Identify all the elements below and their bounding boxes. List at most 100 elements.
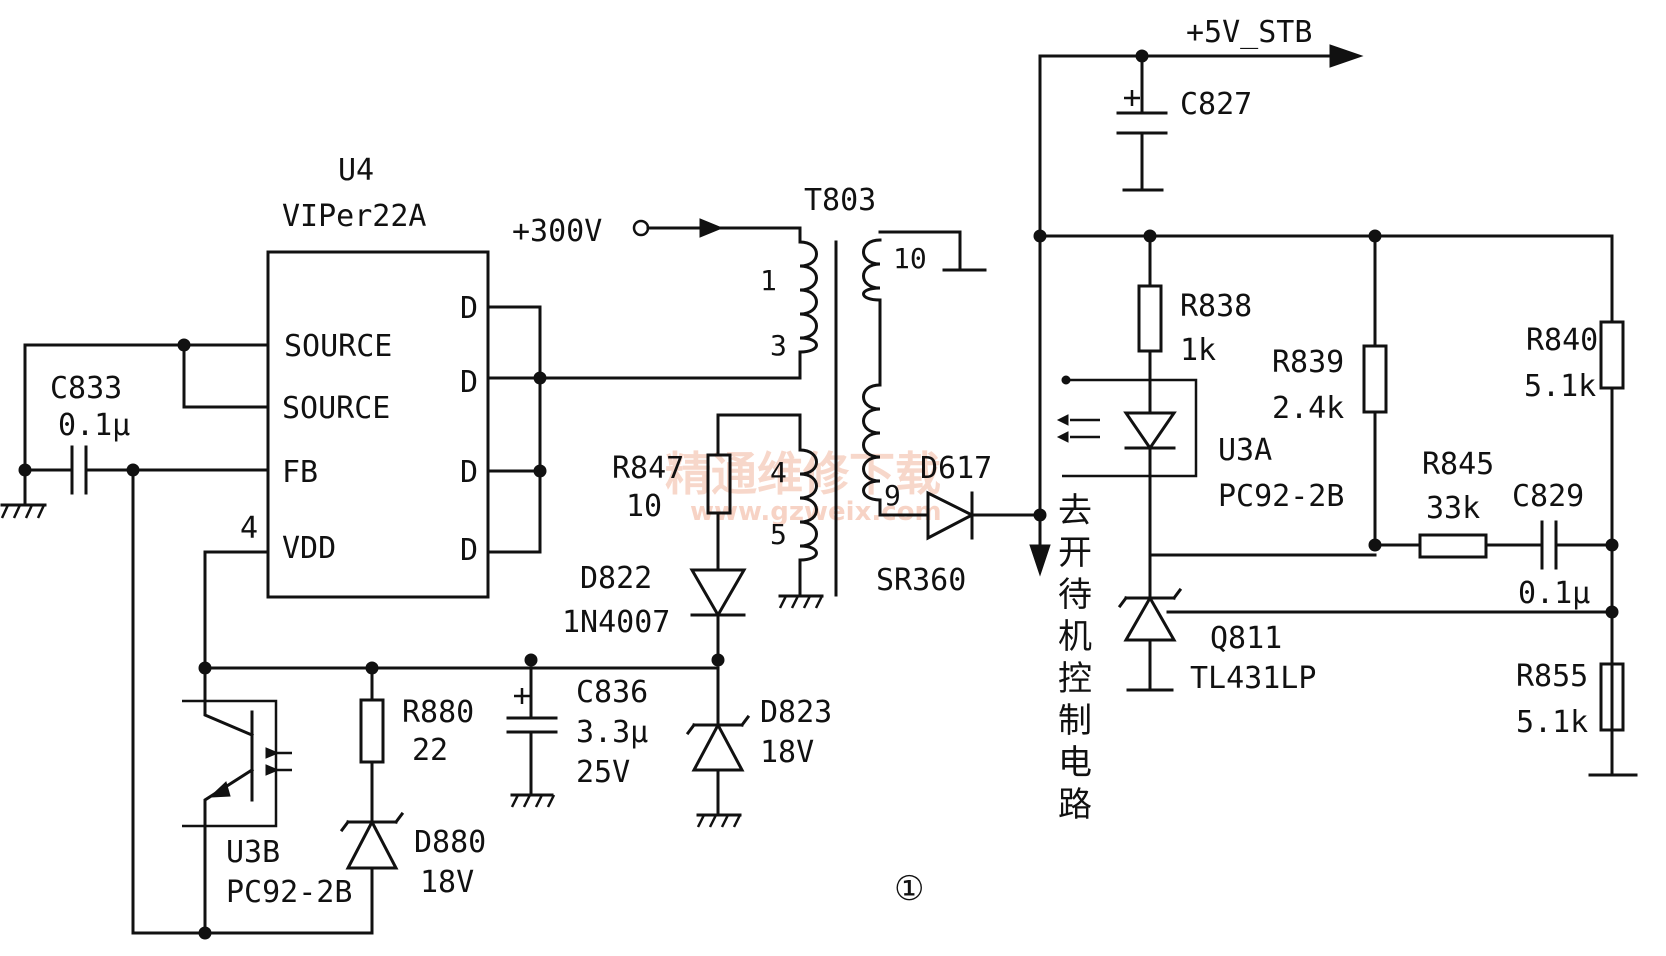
svg-text:去: 去 <box>1058 491 1092 531</box>
d823-value: 18V <box>760 735 814 770</box>
pin-vdd: VDD <box>282 531 336 566</box>
d880-ref: D880 <box>414 825 486 860</box>
pin-source-1: SOURCE <box>284 329 392 364</box>
u3a-ref: U3A <box>1218 433 1272 468</box>
r880-ref: R880 <box>402 695 474 730</box>
r847-ref: R847 <box>612 451 684 486</box>
c836-ref: C836 <box>576 675 648 710</box>
junction <box>524 653 538 667</box>
standby-arrow-icon <box>1029 544 1051 577</box>
top-rail <box>1038 234 1614 324</box>
d880-value: 18V <box>420 865 474 900</box>
svg-text:待: 待 <box>1058 575 1092 615</box>
r840 <box>1599 320 1625 744</box>
r845-body <box>1418 533 1488 559</box>
pin-d-3: D <box>460 455 478 490</box>
q811-ref: Q811 <box>1210 621 1282 656</box>
pin-marker <box>1061 375 1071 385</box>
pin-5-label: 5 <box>770 518 787 551</box>
svg-text:机: 机 <box>1058 617 1092 657</box>
pin-1-label: 1 <box>760 264 777 297</box>
ground-symbol <box>778 558 824 609</box>
c829 <box>1484 520 1614 570</box>
junction <box>533 464 547 478</box>
r880-value: 22 <box>412 733 448 768</box>
d880-zener <box>203 811 405 935</box>
u4-body <box>266 250 490 599</box>
d617-part: SR360 <box>876 563 966 598</box>
output-arrow-icon <box>1329 44 1364 68</box>
c836 <box>506 666 558 808</box>
pin-4-number: 4 <box>240 511 258 546</box>
wire <box>203 550 270 670</box>
c827 <box>1116 54 1168 192</box>
u4-part: VIPer22A <box>282 199 427 234</box>
r855-ref: R855 <box>1516 659 1588 694</box>
r839 <box>1362 234 1388 547</box>
r838 <box>1137 234 1163 415</box>
pin-3-label: 3 <box>770 329 787 362</box>
standby-control-note: 去 开 待 机 控 制 电 路 <box>1058 491 1092 825</box>
d617-ref: D617 <box>920 451 992 486</box>
r855 <box>1588 662 1638 777</box>
secondary-winding <box>862 238 882 302</box>
pin-fb: FB <box>282 455 318 490</box>
output-rail <box>1038 54 1332 517</box>
d822-diode <box>689 568 747 662</box>
d823-zener <box>685 666 751 828</box>
secondary-winding-2 <box>862 383 882 502</box>
c833 <box>23 445 270 495</box>
u3a-part: PC92-2B <box>1218 479 1344 514</box>
u3b-part: PC92-2B <box>226 875 352 910</box>
hv-input-label: +300V <box>512 214 602 249</box>
u3a-led <box>1056 378 1198 557</box>
c829-value: 0.1μ <box>1518 576 1590 611</box>
junction <box>711 653 725 667</box>
t803-ref: T803 <box>804 183 876 218</box>
svg-text:控: 控 <box>1058 659 1092 699</box>
pin-d-1: D <box>460 291 478 326</box>
junction <box>533 371 547 385</box>
r840-value: 5.1k <box>1524 369 1596 404</box>
wire <box>131 468 207 935</box>
pin-d-2: D <box>460 365 478 400</box>
d823-ref: D823 <box>760 695 832 730</box>
ground-symbol <box>0 343 186 519</box>
c836-voltage: 25V <box>576 755 630 790</box>
r845-ref: R845 <box>1422 447 1494 482</box>
r855-value: 5.1k <box>1516 705 1588 740</box>
pin-4-label: 4 <box>770 456 787 489</box>
c833-value: 0.1μ <box>58 408 130 443</box>
aux-winding <box>798 448 818 562</box>
c836-value: 3.3μ <box>576 715 648 750</box>
u4-ref: U4 <box>338 153 374 188</box>
junction <box>1605 538 1619 552</box>
svg-text:开: 开 <box>1058 533 1092 573</box>
d822-ref: D822 <box>580 561 652 596</box>
svg-text:电: 电 <box>1058 743 1092 783</box>
u3b-phototransistor <box>182 666 292 935</box>
r839-value: 2.4k <box>1272 391 1344 426</box>
c827-ref: C827 <box>1180 87 1252 122</box>
pin-10-label: 10 <box>893 242 927 275</box>
junction <box>1605 605 1619 619</box>
arrow-icon <box>699 218 724 238</box>
r845-value: 33k <box>1426 491 1480 526</box>
r839-ref: R839 <box>1272 345 1344 380</box>
r847-value: 10 <box>626 489 662 524</box>
wire <box>716 413 802 457</box>
r838-ref: R838 <box>1180 289 1252 324</box>
figure-number: ① <box>894 869 924 909</box>
wire <box>646 226 802 244</box>
pin-d-4: D <box>460 533 478 568</box>
output-voltage-label: +5V_STB <box>1186 15 1312 50</box>
junction <box>1033 229 1047 243</box>
drain-bus <box>486 305 802 554</box>
q811-tl431 <box>1117 553 1614 692</box>
svg-text:路: 路 <box>1058 785 1092 825</box>
input-terminal <box>632 219 650 237</box>
c829-ref: C829 <box>1512 479 1584 514</box>
r880 <box>359 666 385 824</box>
d822-part: 1N4007 <box>562 605 670 640</box>
